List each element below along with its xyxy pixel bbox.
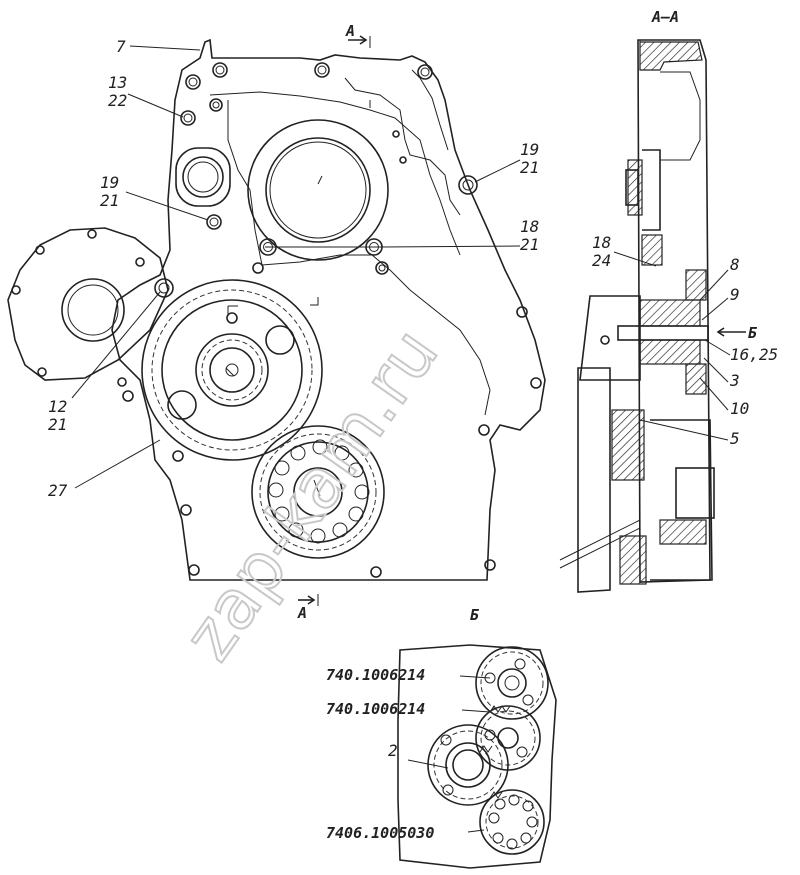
callout-12: 12 [48,397,67,416]
callout-19-right: 19 [520,140,539,159]
part-code-top: 740.1006214 [326,666,425,684]
large-gear [141,279,323,461]
upper-boss [247,119,389,261]
callout-16-25: 16,25 [730,345,778,364]
cover-outline [111,38,546,581]
callout-10: 10 [730,399,749,418]
section-arrow-bottom: А [297,604,307,622]
callout-27: 27 [48,481,68,500]
part-code-bottom: 7406.1005030 [326,824,434,842]
front-view [7,35,546,606]
callout-21-right: 21 [520,158,539,177]
callout-21-left: 21 [100,191,119,210]
front-leaders [71,45,521,489]
callout-21-bottom: 21 [48,415,67,434]
section-title: А–А [651,8,679,26]
callout-21-front: 21 [520,235,539,254]
gear-bottom [479,789,545,855]
gear-crank [427,724,509,806]
callout-13: 13 [108,73,127,92]
callout-9: 9 [730,285,740,304]
callout-24: 24 [592,251,611,270]
callout-18-section: 18 [592,233,611,252]
callout-8: 8 [730,255,740,274]
callout-22: 22 [108,91,127,110]
callout-5: 5 [730,429,740,448]
view-b-title: Б [470,606,480,624]
part-code-middle: 740.1006214 [326,700,425,718]
section-leaders [613,251,746,441]
callout-3: 3 [729,371,740,390]
part-number-2: 2 [388,741,398,760]
callout-18-front: 18 [520,217,539,236]
callout-19-left: 19 [100,173,119,192]
labels: А–А Б А А Б 7 13 22 19 21 19 21 18 21 12… [48,8,778,842]
gear-top [475,646,549,720]
callout-7: 7 [116,37,126,56]
section-a-a [559,39,715,593]
lower-gear [251,425,385,559]
left-seal-boss [175,147,231,207]
view-arrow-label: Б [748,324,758,342]
aux-housing [7,227,169,381]
view-b [397,644,557,869]
section-arrow-top: А [345,22,355,40]
